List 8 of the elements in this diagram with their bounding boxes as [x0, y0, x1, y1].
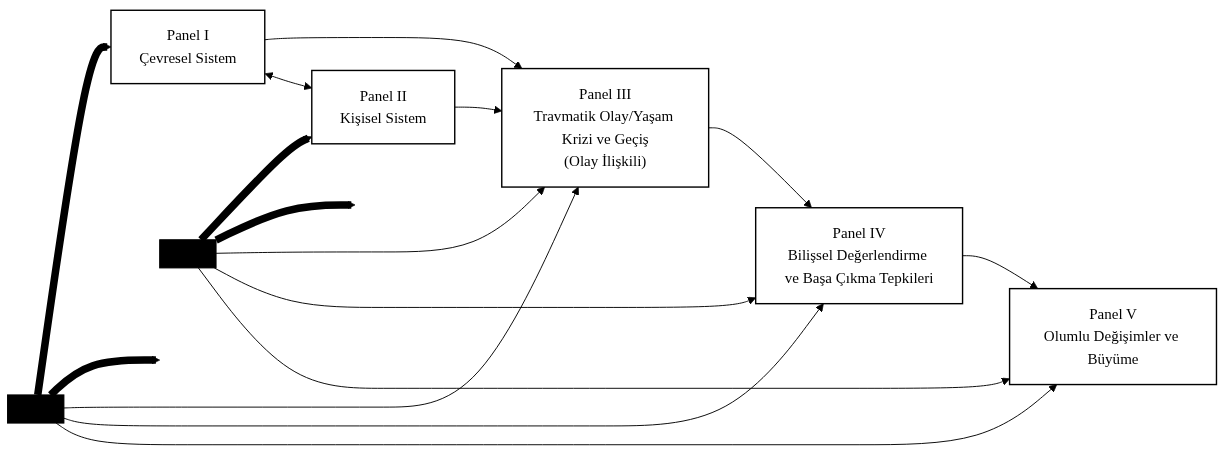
node-box: Panel IV Bilişsel Değerlendirme ve Başa Çıkma Tepkileri [754, 207, 964, 305]
node-box: Panel V Olumlu Değişimler ve Büyüme [1008, 287, 1218, 386]
arrow [214, 200, 356, 244]
node-box: Panel III Travmatik Olay/Yaşam Krizi ve Geçiş (Olay İlişkili) [501, 67, 710, 188]
node-bar [7, 394, 65, 424]
node-box: Panel I Çevresel Sistem [110, 9, 266, 85]
node-box: Panel II Kişisel Sistem [311, 69, 456, 145]
node-bar [159, 239, 217, 269]
